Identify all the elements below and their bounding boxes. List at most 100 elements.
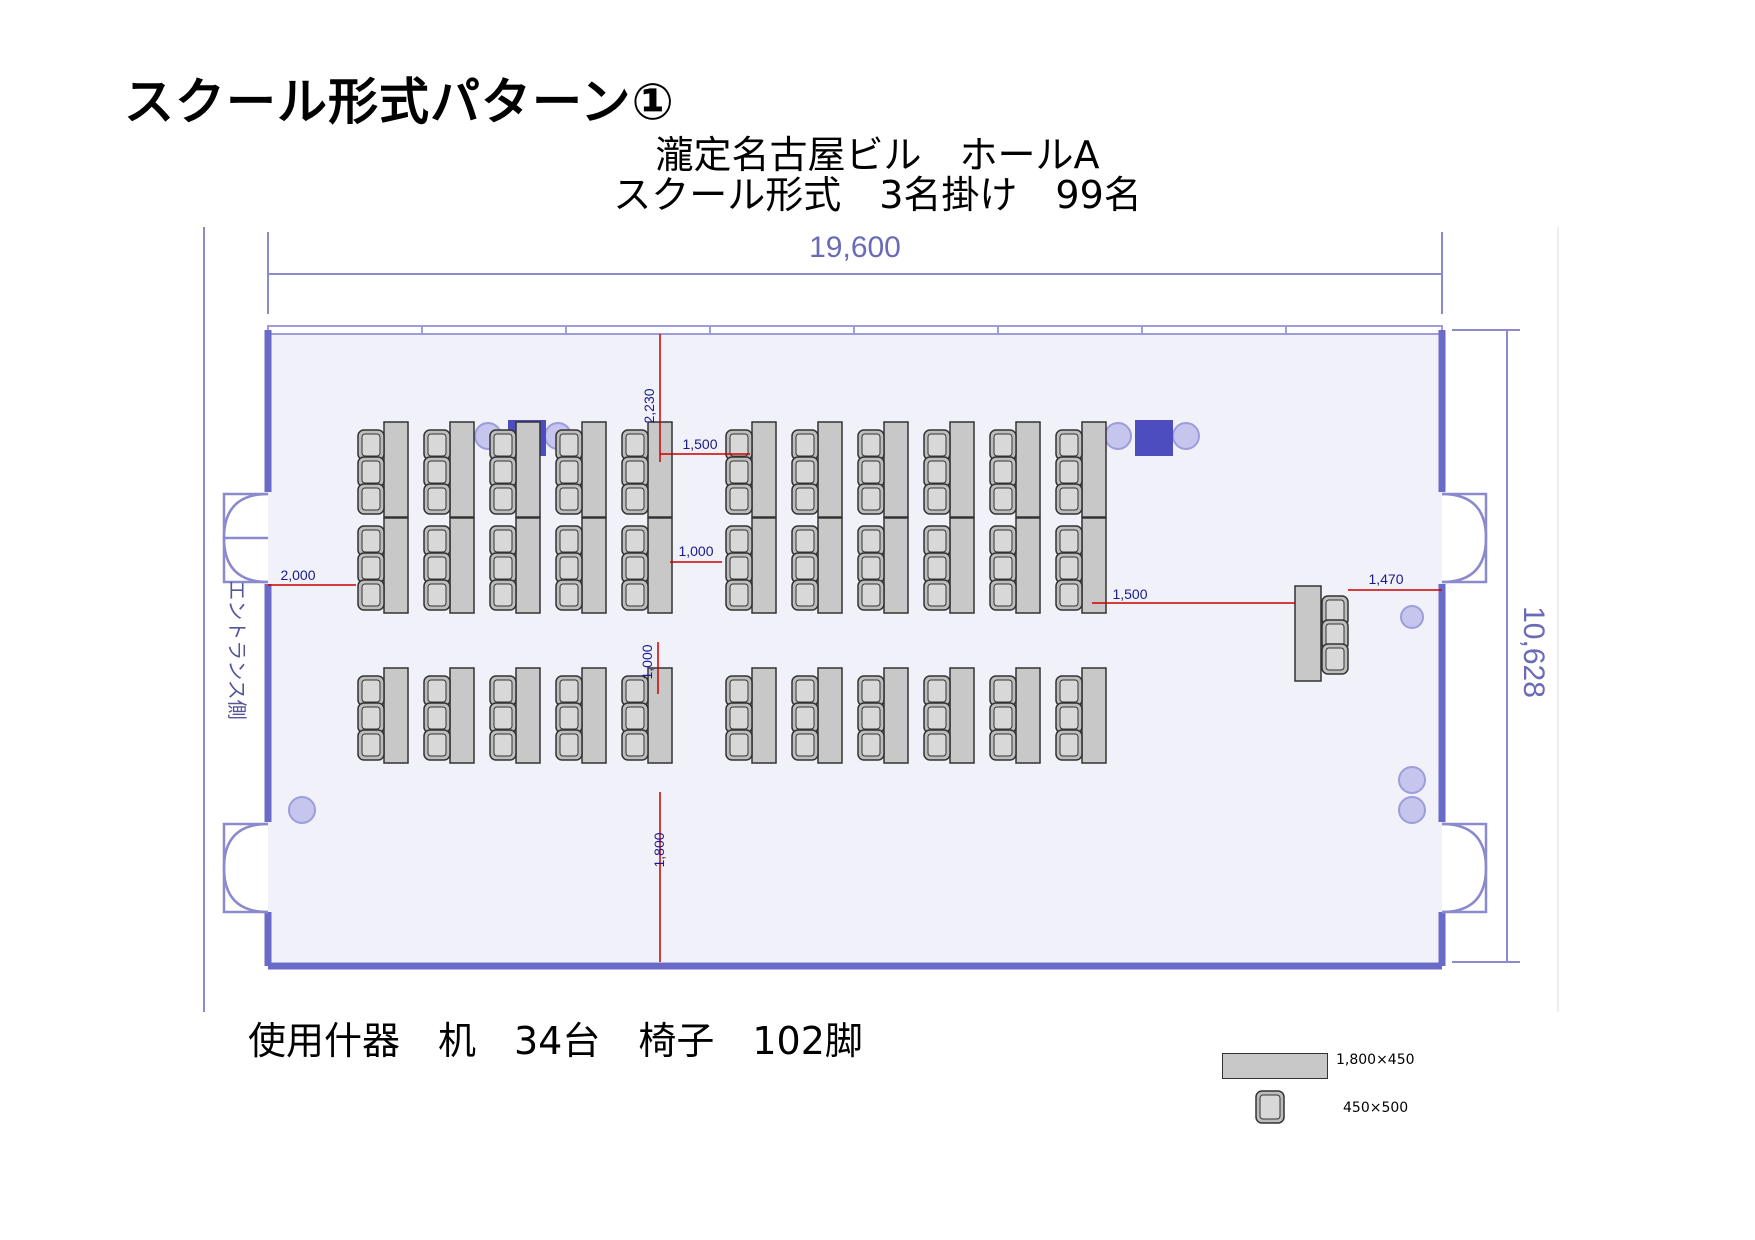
chair bbox=[725, 702, 753, 734]
chair bbox=[857, 429, 885, 461]
desk bbox=[1081, 667, 1107, 764]
desk bbox=[1015, 421, 1041, 518]
chair bbox=[725, 675, 753, 707]
desk-unit bbox=[857, 667, 909, 764]
chair bbox=[725, 729, 753, 761]
chair bbox=[555, 429, 583, 461]
chair bbox=[989, 429, 1017, 461]
chair bbox=[621, 729, 649, 761]
desk bbox=[949, 421, 975, 518]
chair bbox=[423, 702, 451, 734]
desk-unit bbox=[791, 421, 843, 518]
chair bbox=[989, 579, 1017, 611]
chair bbox=[423, 675, 451, 707]
chair bbox=[555, 675, 583, 707]
chair bbox=[923, 702, 951, 734]
desk-unit bbox=[1055, 421, 1107, 518]
chair bbox=[989, 552, 1017, 584]
chair bbox=[791, 525, 819, 557]
desk bbox=[883, 517, 909, 614]
desk-unit bbox=[423, 667, 475, 764]
chair bbox=[989, 525, 1017, 557]
dim-head-side: 1,470 bbox=[1368, 571, 1403, 587]
chair bbox=[555, 456, 583, 488]
dim-aisle-width: 1,500 bbox=[682, 436, 717, 452]
desk bbox=[817, 421, 843, 518]
desk-unit bbox=[357, 421, 409, 518]
chair bbox=[857, 675, 885, 707]
dim-front-gap: 1,000 bbox=[639, 644, 655, 679]
chair bbox=[555, 552, 583, 584]
chair bbox=[857, 483, 885, 515]
chair bbox=[989, 729, 1017, 761]
chair bbox=[489, 675, 517, 707]
chair bbox=[725, 483, 753, 515]
desk-unit bbox=[621, 421, 673, 518]
desk-unit bbox=[555, 421, 607, 518]
dim-top-gap: 2,230 bbox=[641, 388, 657, 423]
chair bbox=[423, 483, 451, 515]
chair bbox=[857, 525, 885, 557]
chair bbox=[555, 702, 583, 734]
chair bbox=[923, 525, 951, 557]
chair bbox=[791, 675, 819, 707]
desk bbox=[817, 517, 843, 614]
chair bbox=[1055, 525, 1083, 557]
desk bbox=[883, 421, 909, 518]
chair bbox=[489, 729, 517, 761]
legend-table-size: 1,800×450 bbox=[1336, 1052, 1415, 1068]
dim-row-gap: 1,000 bbox=[678, 543, 713, 559]
chair bbox=[489, 552, 517, 584]
desk-unit bbox=[725, 421, 777, 518]
desk bbox=[949, 517, 975, 614]
right-doors bbox=[1441, 492, 1488, 914]
chair bbox=[357, 729, 385, 761]
podium-right bbox=[1135, 420, 1173, 456]
height-label: 10,628 bbox=[1517, 606, 1550, 698]
chair bbox=[923, 483, 951, 515]
chair bbox=[357, 525, 385, 557]
desk bbox=[581, 667, 607, 764]
width-label: 19,600 bbox=[809, 231, 901, 264]
chair bbox=[1055, 483, 1083, 515]
legend-chair-swatch bbox=[1255, 1090, 1285, 1124]
chair bbox=[1055, 552, 1083, 584]
chair bbox=[923, 579, 951, 611]
chair bbox=[357, 675, 385, 707]
chair bbox=[423, 429, 451, 461]
chair bbox=[423, 579, 451, 611]
room-floor bbox=[268, 334, 1442, 962]
chair bbox=[621, 429, 649, 461]
height-dimension: 10,628 bbox=[1452, 329, 1550, 963]
desk bbox=[449, 421, 475, 518]
equipment-summary: 使用什器 机 34台 椅子 102脚 bbox=[248, 1019, 863, 1063]
chair bbox=[857, 456, 885, 488]
chair bbox=[555, 579, 583, 611]
desk bbox=[647, 667, 673, 764]
chair bbox=[621, 702, 649, 734]
head-table bbox=[1294, 585, 1349, 682]
desk-unit bbox=[423, 421, 475, 518]
desk-unit bbox=[555, 667, 607, 764]
chair bbox=[489, 456, 517, 488]
desk bbox=[647, 517, 673, 614]
chair bbox=[489, 525, 517, 557]
desk bbox=[449, 517, 475, 614]
desk bbox=[1081, 517, 1107, 614]
desk-unit bbox=[923, 667, 975, 764]
desk-unit bbox=[923, 421, 975, 518]
desk bbox=[515, 421, 541, 518]
chair bbox=[791, 483, 819, 515]
desk-unit bbox=[791, 517, 843, 614]
desk bbox=[751, 667, 777, 764]
chair bbox=[923, 729, 951, 761]
legend-chair-size: 450×500 bbox=[1343, 1100, 1409, 1116]
desk-unit bbox=[1055, 667, 1107, 764]
dim-head-gap: 1,500 bbox=[1112, 586, 1147, 602]
chair bbox=[791, 729, 819, 761]
chair bbox=[555, 483, 583, 515]
desk bbox=[883, 667, 909, 764]
chair bbox=[1055, 702, 1083, 734]
chair bbox=[423, 525, 451, 557]
desk-unit bbox=[791, 667, 843, 764]
